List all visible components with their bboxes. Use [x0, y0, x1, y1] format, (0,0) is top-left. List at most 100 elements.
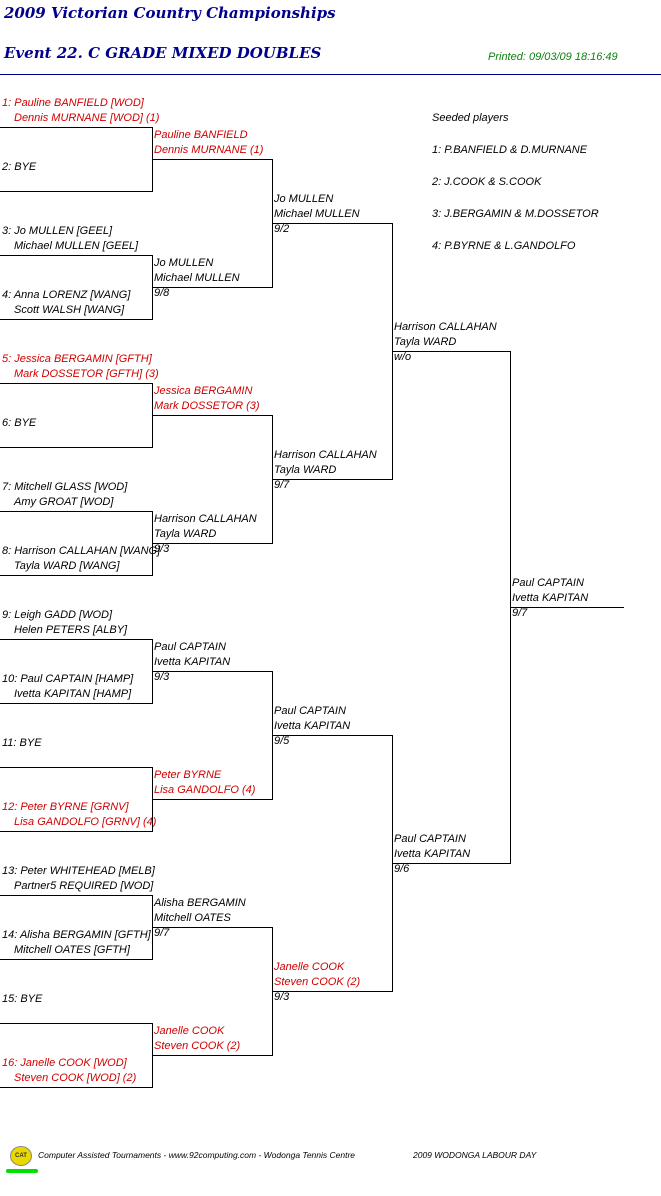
player-b: Dennis MURNANE [WOD] (1)	[14, 112, 160, 124]
player-b: Steven COOK (2)	[274, 976, 361, 988]
player-b: Michael MULLEN [GEEL]	[14, 240, 139, 252]
bracket-line	[510, 607, 624, 608]
player-b: Partner5 REQUIRED [WOD]	[14, 880, 154, 892]
player-b: Tayla WARD	[154, 528, 217, 540]
player-a: 2: BYE	[2, 161, 37, 173]
player-a: 15: BYE	[2, 993, 43, 1005]
match-score: 9/3	[154, 543, 170, 555]
bracket-line	[152, 671, 272, 672]
bracket-line	[0, 447, 152, 448]
bracket-line	[152, 799, 272, 800]
player-b: Ivetta KAPITAN [HAMP]	[14, 688, 132, 700]
bracket-line	[152, 159, 272, 160]
player-b: Mitchell OATES [GFTH]	[14, 944, 130, 956]
bracket-line	[392, 863, 510, 864]
bracket-line	[152, 1055, 272, 1056]
seeded-title: Seeded players	[432, 112, 509, 124]
player-a: 7: Mitchell GLASS [WOD]	[2, 481, 128, 493]
player-b: Ivetta KAPITAN	[512, 592, 589, 604]
match-score: 9/8	[154, 287, 170, 299]
match-score: 9/3	[154, 671, 170, 683]
player-a: 5: Jessica BERGAMIN [GFTH]	[2, 353, 152, 365]
bracket-line	[0, 191, 152, 192]
championship-title: 2009 Victorian Country Championships	[4, 4, 336, 22]
player-b: Mark DOSSETOR [GFTH] (3)	[14, 368, 159, 380]
match-score: 9/6	[394, 863, 410, 875]
player-b: Lisa GANDOLFO (4)	[154, 784, 256, 796]
bracket-line	[152, 415, 272, 416]
player-a: 1: Pauline BANFIELD [WOD]	[2, 97, 144, 109]
header-divider	[0, 74, 661, 75]
match-score: 9/2	[274, 223, 290, 235]
player-a: Janelle COOK	[154, 1025, 225, 1037]
match-score: w/o	[394, 351, 412, 363]
bracket-line	[0, 959, 152, 960]
bracket-line	[152, 927, 272, 928]
seeded-item: 3: J.BERGAMIN & M.DOSSETOR	[432, 208, 599, 220]
bracket-line	[152, 543, 272, 544]
player-a: 9: Leigh GADD [WOD]	[2, 609, 113, 621]
player-b: Ivetta KAPITAN	[274, 720, 351, 732]
player-b: Michael MULLEN	[154, 272, 240, 284]
bracket-line	[272, 479, 392, 480]
bracket-line	[0, 639, 152, 640]
bracket-line	[272, 991, 392, 992]
bracket-line	[272, 223, 392, 224]
printed-timestamp: Printed: 09/03/09 18:16:49	[488, 51, 618, 63]
player-a: 8: Harrison CALLAHAN [WANG]	[2, 545, 161, 557]
bracket-line	[0, 767, 152, 768]
match-score: 9/7	[274, 479, 290, 491]
player-a: 16: Janelle COOK [WOD]	[2, 1057, 127, 1069]
seeded-item: 1: P.BANFIELD & D.MURNANE	[432, 144, 588, 156]
player-a: Alisha BERGAMIN	[154, 897, 246, 909]
player-a: 4: Anna LORENZ [WANG]	[2, 289, 131, 301]
bracket-line	[0, 895, 152, 896]
player-a: Harrison CALLAHAN	[154, 513, 257, 525]
match-score: 9/7	[154, 927, 170, 939]
bracket-line	[0, 255, 152, 256]
bracket-line	[152, 287, 272, 288]
bracket-line	[0, 511, 152, 512]
footer-credit: Computer Assisted Tournaments - www.92co…	[38, 1150, 356, 1160]
bracket-line	[0, 127, 152, 128]
bracket-line	[0, 383, 152, 384]
player-b: Ivetta KAPITAN	[394, 848, 471, 860]
player-b: Tayla WARD [WANG]	[14, 560, 120, 572]
player-a: 11: BYE	[2, 737, 42, 749]
bracket-line	[0, 1023, 152, 1024]
player-a: Paul CAPTAIN	[154, 641, 226, 653]
cat-logo-underline	[6, 1169, 38, 1173]
player-b: Lisa GANDOLFO [GRNV] (4)	[14, 816, 157, 828]
player-a: Peter BYRNE	[154, 769, 222, 781]
footer-event: 2009 WODONGA LABOUR DAY	[413, 1150, 537, 1160]
player-b: Dennis MURNANE (1)	[154, 144, 264, 156]
bracket-line	[0, 575, 152, 576]
bracket-line	[0, 1087, 152, 1088]
player-b: Tayla WARD	[394, 336, 457, 348]
player-a: Paul CAPTAIN	[512, 577, 584, 589]
player-a: 6: BYE	[2, 417, 37, 429]
player-b: Scott WALSH [WANG]	[14, 304, 125, 316]
player-a: Paul CAPTAIN	[274, 705, 346, 717]
player-b: Ivetta KAPITAN	[154, 656, 231, 668]
player-a: Jo MULLEN	[274, 193, 334, 205]
player-b: Amy GROAT [WOD]	[14, 496, 114, 508]
player-a: Jessica BERGAMIN	[154, 385, 253, 397]
player-a: 3: Jo MULLEN [GEEL]	[2, 225, 113, 237]
player-a: Paul CAPTAIN	[394, 833, 466, 845]
player-b: Helen PETERS [ALBY]	[14, 624, 128, 636]
player-a: Jo MULLEN	[154, 257, 214, 269]
match-score: 9/7	[512, 607, 528, 619]
bracket-line	[392, 351, 510, 352]
bracket-line	[0, 703, 152, 704]
bracket-line	[0, 319, 152, 320]
bracket-line	[0, 831, 152, 832]
player-a: 12: Peter BYRNE [GRNV]	[2, 801, 129, 813]
player-a: Harrison CALLAHAN	[394, 321, 497, 333]
seeded-item: 2: J.COOK & S.COOK	[432, 176, 542, 188]
seeded-item: 4: P.BYRNE & L.GANDOLFO	[432, 240, 576, 252]
player-b: Steven COOK [WOD] (2)	[14, 1072, 137, 1084]
match-score: 9/5	[274, 735, 290, 747]
cat-logo: CAT	[10, 1146, 32, 1166]
player-a: 13: Peter WHITEHEAD [MELB]	[2, 865, 155, 877]
